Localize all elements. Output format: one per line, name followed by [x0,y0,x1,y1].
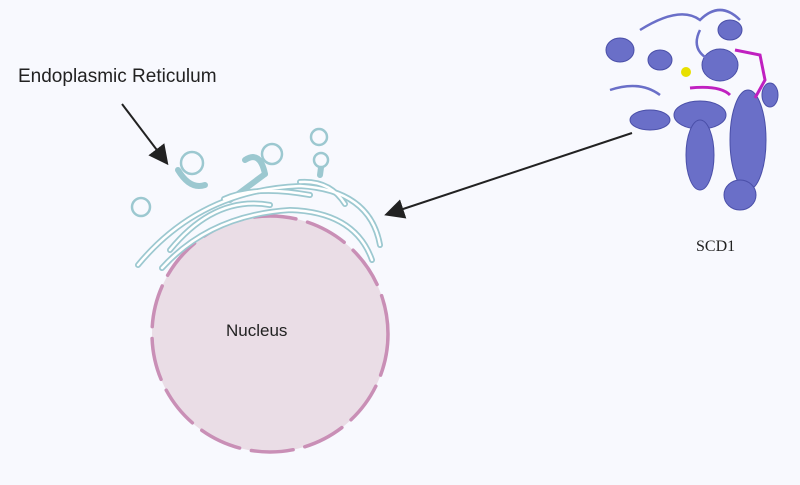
er-inner-lines [136,180,382,270]
er-arrow [121,103,169,166]
nucleus [150,214,390,454]
scd1-label: SCD1 [696,238,736,255]
nucleus-label: Nucleus [226,321,288,340]
ligand [689,48,767,99]
er-label: Endoplasmic Reticulum [18,66,217,87]
scd1-protein-structure [605,8,779,211]
metal-ion [681,67,691,77]
er-vesicles [130,127,330,218]
protein-arrow [384,132,633,219]
